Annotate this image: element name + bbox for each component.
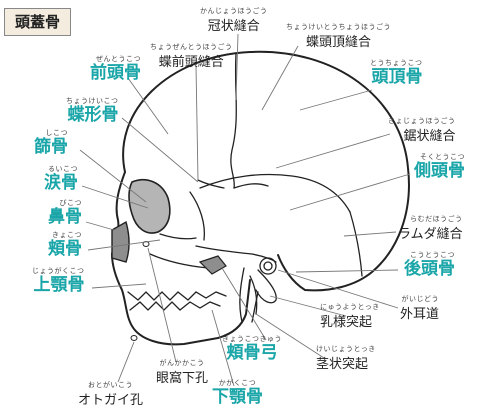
name: 頬骨弓: [226, 343, 278, 363]
name: 蝶頭頂縫合: [305, 35, 371, 50]
name: 蝶前頭縫合: [158, 55, 224, 70]
name: 篩骨: [34, 137, 68, 157]
label-temporal-bone: そくとうこつ 側頭骨: [414, 154, 465, 180]
name: 乳様突起: [320, 315, 373, 330]
name: 眼窩下孔: [156, 371, 209, 386]
reading: きょうこつきゅう: [222, 335, 282, 343]
name: 外耳道: [400, 307, 440, 322]
label-sphenoparietal-suture: ちょうけいとうちょうほうごう 蝶頭頂縫合: [286, 23, 391, 50]
reading: にゅうようとっき: [320, 303, 380, 311]
lower-teeth: [129, 301, 221, 311]
label-zygomatic-arch: きょうこつきゅう 頬骨弓: [222, 336, 282, 362]
name: 鋸状縫合: [403, 129, 456, 144]
label-sphenofrontal-suture: ちょうぜんとうほうごう 蝶前頭縫合: [150, 43, 233, 70]
nasal-cavity: [111, 220, 130, 263]
label-ethmoid-bone: しこつ 篩骨: [34, 130, 68, 156]
reading: びこつ: [59, 199, 82, 207]
name: 前頭骨: [90, 63, 141, 83]
label-coronal-suture: かんじょうほうごう 冠状縫合: [200, 7, 268, 34]
name: 頭頂骨: [371, 67, 423, 87]
upper-teeth: [127, 291, 227, 301]
reading: ぜんとうこつ: [96, 55, 141, 63]
styloid-process: [251, 291, 259, 323]
label-zygomatic-bone: きょこつ 頬骨: [48, 232, 82, 258]
reading: しこつ: [45, 129, 68, 137]
label-external-acoustic-meatus: がいじどう 外耳道: [400, 295, 440, 322]
reading: かがくこつ: [218, 379, 257, 387]
reading: おとがいこう: [88, 381, 133, 389]
ear-canal: [259, 257, 277, 275]
reading: けいじょうとっき: [316, 345, 376, 353]
name: ラムダ縫合: [398, 227, 463, 242]
reading: とうちょうこつ: [370, 59, 423, 67]
reading: じょうがくこつ: [32, 267, 85, 275]
label-occipital-bone: こうとうこつ 後頭骨: [404, 252, 455, 278]
reading: こうとうこつ: [410, 251, 455, 259]
reading: きょこつ: [52, 231, 82, 239]
label-mastoid-process: にゅうようとっき 乳様突起: [320, 303, 380, 330]
name: 茎状突起: [316, 357, 369, 372]
infratemporal-fossa: [198, 255, 227, 275]
name: 上顎骨: [33, 275, 85, 295]
mastoid-process: [255, 269, 277, 304]
name: 鼻骨: [48, 207, 82, 227]
reading: そくとうこつ: [420, 153, 465, 161]
label-nasal-bone: びこつ 鼻骨: [48, 200, 82, 226]
label-squamous-suture: きょじょうほうごう 鋸状縫合: [388, 117, 456, 144]
coronal-suture: [230, 53, 237, 189]
name: 後頭骨: [404, 259, 455, 279]
label-mandible: かがくこつ 下顎骨: [212, 380, 263, 406]
sphenoparietal-suture: [233, 183, 269, 189]
label-maxilla: じょうがくこつ 上顎骨: [32, 268, 85, 294]
leader-lines: [79, 33, 411, 387]
squamosal-suture: [199, 173, 351, 213]
reading: るいこつ: [48, 165, 78, 173]
name: オトガイ孔: [78, 393, 144, 408]
label-frontal-bone: ぜんとうこつ 前頭骨: [90, 56, 141, 82]
label-lambdoid-suture: らむだほうごう ラムダ縫合: [398, 215, 463, 242]
zygomatic-arch: [195, 245, 277, 263]
reading: らむだほうごう: [410, 215, 463, 223]
label-sphenoid-bone: ちょうけいこつ 蝶形骨: [66, 98, 119, 124]
name: 涙骨: [44, 173, 78, 193]
reading: ちょうけいとうちょうほうごう: [286, 23, 391, 31]
label-parietal-bone: とうちょうこつ 頭頂骨: [370, 60, 423, 86]
mental-foramen: [130, 335, 138, 341]
reading: かんじょうほうごう: [200, 7, 268, 15]
reading: ちょうぜんとうほうごう: [150, 43, 233, 51]
reading: がいじどう: [401, 295, 440, 303]
sphenofrontal-suture: [197, 179, 225, 189]
cranium-outline: [122, 50, 410, 292]
reading: がんかかこう: [159, 359, 205, 367]
name: 頬骨: [48, 239, 82, 259]
label-mental-foramen: おとがいこう オトガイ孔: [78, 381, 144, 408]
label-lacrimal-bone: るいこつ 涙骨: [44, 166, 78, 192]
label-styloid-process: けいじょうとっき 茎状突起: [316, 345, 376, 372]
lambdoid-suture: [349, 211, 363, 277]
name: 下顎骨: [212, 387, 263, 407]
name: 側頭骨: [414, 161, 465, 181]
diagram-title: 頭蓋骨: [4, 8, 72, 36]
name: 蝶形骨: [67, 105, 119, 125]
face-outline: [111, 171, 251, 346]
label-infraorbital-foramen: がんかかこう 眼窩下孔: [156, 359, 209, 386]
reading: ちょうけいこつ: [66, 97, 119, 105]
name: 冠状縫合: [207, 19, 260, 34]
reading: きょじょうほうごう: [388, 117, 456, 125]
orbit: [128, 178, 171, 234]
mandible-ramus: [239, 267, 245, 323]
